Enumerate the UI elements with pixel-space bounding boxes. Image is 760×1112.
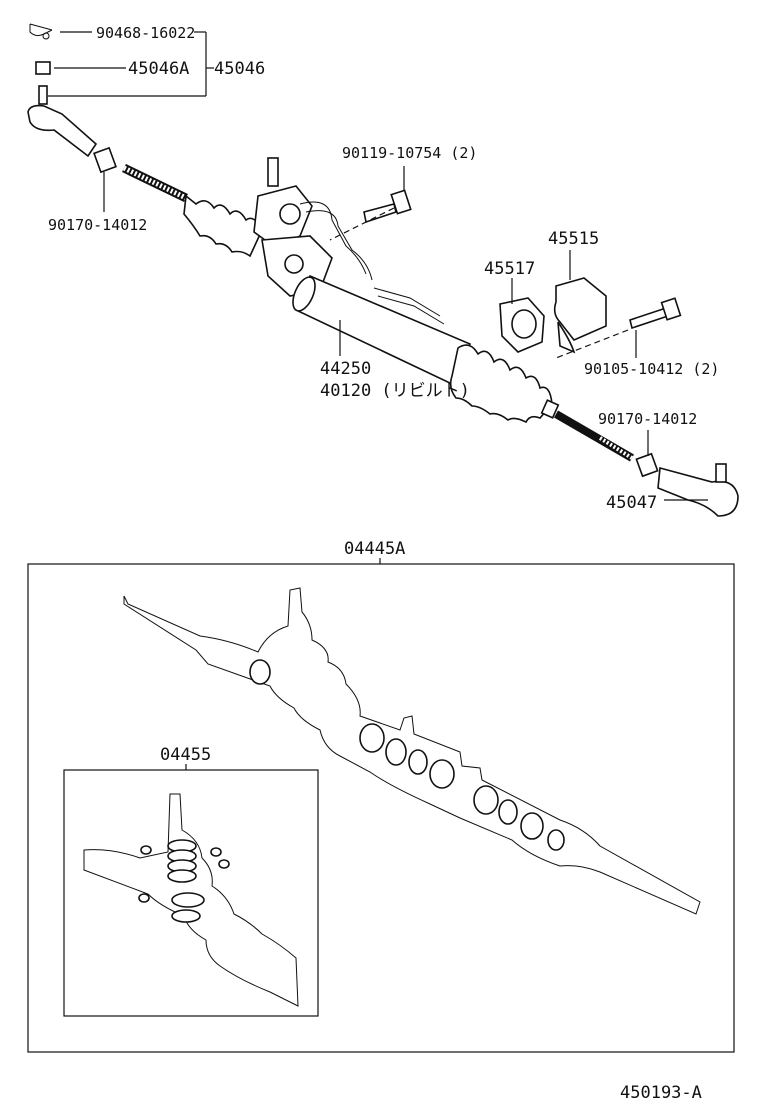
cotter-pin-part (29, 23, 53, 40)
label-bolt-bracket: 90105-10412 (2) (584, 360, 719, 378)
label-gear-rebuilt: 40120 (リビルト) (320, 381, 470, 401)
o-ring-part (171, 909, 201, 923)
boot-left-part (183, 194, 263, 258)
jam-nut-right-part (635, 452, 659, 478)
rack-tube-part (292, 274, 472, 386)
label-grommet: 45517 (484, 259, 535, 279)
boot-right-part (449, 344, 560, 424)
tie-rod-end-right-part (657, 463, 739, 517)
jam-nut-left-part (93, 146, 117, 174)
tie-rod-end-left-part (27, 85, 98, 158)
label-bracket: 45515 (548, 229, 599, 249)
kit-rack-phantom (123, 587, 701, 915)
label-clip: 90468-16022 (96, 24, 195, 42)
label-kit-sub: 04455 (160, 745, 211, 765)
label-diagram-id: 450193-A (620, 1083, 702, 1103)
spring-part (167, 839, 197, 883)
bracket-part (553, 277, 607, 354)
kit-main-box (27, 563, 735, 1053)
inner-tie-rod-left (122, 163, 188, 203)
label-nut-a: 45046A (128, 59, 189, 79)
label-tie-rod-end-right: 45047 (606, 493, 657, 513)
leader-bolt-bracket-dashed (555, 329, 629, 359)
leader-bolt-upper-dashed (329, 207, 395, 241)
label-kit-main: 04445A (344, 539, 405, 559)
castle-nut-part (35, 61, 51, 75)
grommet-part (499, 297, 545, 353)
bolt-upper-part (363, 189, 412, 224)
kit-sub-phantom (83, 793, 299, 1007)
label-gear-assy: 44250 (320, 359, 371, 379)
kit-sub-box (63, 769, 319, 1017)
seal-ring-part (171, 892, 205, 908)
label-bolt-upper: 90119-10754 (2) (342, 144, 477, 162)
label-jam-nut-right: 90170-14012 (598, 410, 697, 428)
inner-tie-rod-right (553, 410, 635, 462)
bolt-bracket-part (629, 297, 682, 330)
label-jam-nut-left: 90170-14012 (48, 216, 147, 234)
label-tie-rod-end-left: 45046 (214, 59, 265, 79)
